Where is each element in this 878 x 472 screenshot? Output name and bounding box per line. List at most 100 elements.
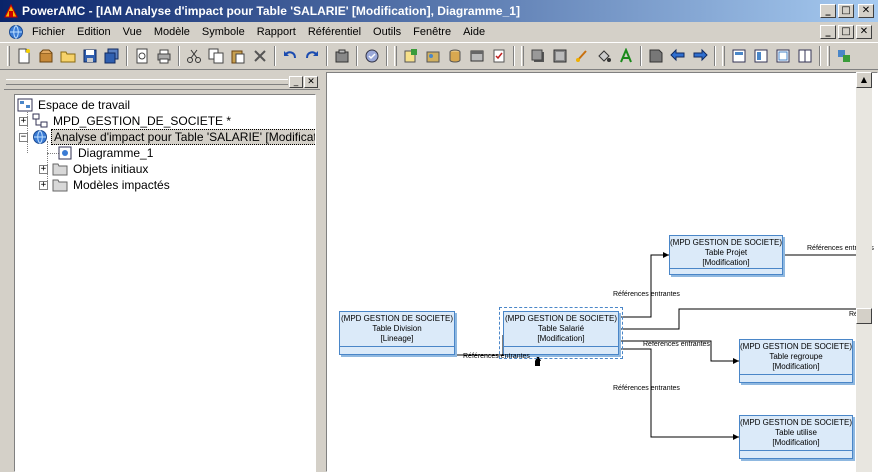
expand-toggle[interactable]: +	[19, 115, 28, 126]
print-preview-icon	[136, 48, 148, 64]
menu-modele[interactable]: Modèle	[153, 26, 190, 38]
copy-icon	[208, 48, 224, 64]
toolbar-grip[interactable]	[521, 46, 524, 66]
cut-button[interactable]	[183, 45, 205, 67]
collapse-toggle[interactable]: −	[19, 131, 28, 142]
window-button[interactable]	[466, 45, 488, 67]
browser-minimize-button[interactable]: _	[289, 75, 303, 88]
layout-button[interactable]	[750, 45, 772, 67]
new-package-button[interactable]	[35, 45, 57, 67]
redo-icon	[306, 51, 318, 59]
link-division-salarie[interactable]	[453, 335, 504, 356]
close-button[interactable]: ✕	[858, 4, 874, 18]
tree-item-analysis[interactable]: − Analyse d'impact pour Table 'SALARIE' …	[19, 129, 315, 145]
paste-button[interactable]	[227, 45, 249, 67]
entity-table-salarie[interactable]: (MPD GESTION DE SOCIETE) Table Salarié […	[499, 307, 623, 359]
menu-edition[interactable]: Edition	[77, 26, 111, 38]
entity-divider	[670, 268, 782, 269]
menu-rapport[interactable]: Rapport	[256, 26, 296, 38]
entity-header: (MPD GESTION DE SOCIETE) Table Projet [M…	[670, 236, 782, 268]
copy-button[interactable]	[205, 45, 227, 67]
browser-close-button[interactable]: ✕	[304, 75, 318, 88]
link-label: Références entrantes	[463, 353, 530, 360]
print-preview-button[interactable]	[131, 45, 153, 67]
font-button[interactable]	[615, 45, 637, 67]
scissors-icon	[187, 49, 201, 63]
menu-fichier[interactable]: Fichier	[32, 26, 66, 38]
back-button[interactable]	[667, 45, 689, 67]
link-salarie-regroupe[interactable]	[621, 340, 739, 364]
link-salarie-offscreen[interactable]	[621, 308, 857, 330]
fill-button[interactable]	[593, 45, 615, 67]
entity-package: (MPD GESTION DE SOCIETE)	[740, 342, 853, 351]
check-model-icon	[365, 49, 379, 63]
database-button[interactable]	[444, 45, 466, 67]
mdi-close-button[interactable]: ✕	[856, 25, 872, 39]
save-button[interactable]	[79, 45, 101, 67]
check-model-button[interactable]	[361, 45, 383, 67]
menu-aide[interactable]: Aide	[463, 26, 486, 38]
scroll-up-arrow-icon[interactable]: ▲	[856, 72, 872, 88]
properties-button[interactable]	[331, 45, 353, 67]
toolbar-grip[interactable]	[722, 46, 725, 66]
save-all-button[interactable]	[101, 45, 123, 67]
object-browser-tree[interactable]: Espace de travail + MPD_GESTION_DE_SOCIE…	[14, 94, 316, 472]
browser-grip[interactable]	[6, 79, 288, 85]
print-button[interactable]	[153, 45, 175, 67]
entity-table-regroupe[interactable]: (MPD GESTION DE SOCIETE) Table regroupe …	[739, 339, 853, 383]
link-salarie-projet[interactable]	[621, 252, 669, 318]
toolbar-grip[interactable]	[394, 46, 397, 66]
poweramc-logo-icon	[4, 3, 18, 18]
page-button[interactable]	[772, 45, 794, 67]
menu-referentiel[interactable]: Référentiel	[307, 26, 362, 38]
scrollbar-thumb[interactable]	[856, 308, 872, 324]
maximize-button[interactable]: □	[838, 4, 854, 18]
vertical-scrollbar[interactable]: ▲	[856, 72, 872, 472]
entity-table-projet[interactable]: (MPD GESTION DE SOCIETE) Table Projet [M…	[669, 235, 783, 275]
tree-item-model[interactable]: + MPD_GESTION_DE_SOCIETE *	[19, 113, 233, 129]
mdi-minimize-button[interactable]: _	[820, 25, 836, 39]
tree-item-impacted-models[interactable]: + Modèles impactés	[39, 177, 172, 193]
menu-vue[interactable]: Vue	[122, 26, 142, 38]
align-button[interactable]	[728, 45, 750, 67]
toolbar-grip[interactable]	[7, 46, 10, 66]
line-style-button[interactable]	[571, 45, 593, 67]
arrow-left-icon	[670, 48, 685, 62]
tree-item-initial-objects[interactable]: + Objets initiaux	[39, 161, 150, 177]
toolbar-grip[interactable]	[827, 46, 830, 66]
tree-item-diagram[interactable]: Diagramme_1	[57, 145, 155, 161]
diagram-canvas[interactable]: (MPD GESTION DE SOCIETE) Table Division …	[326, 72, 878, 472]
entity-status: [Modification]	[537, 334, 585, 343]
entity-header: (MPD GESTION DE SOCIETE) Table regroupe …	[740, 340, 852, 372]
entity-table-division[interactable]: (MPD GESTION DE SOCIETE) Table Division …	[339, 311, 455, 355]
title-bar[interactable]: PowerAMC - [IAM Analyse d'impact pour Ta…	[0, 0, 878, 22]
repository-button[interactable]	[833, 45, 855, 67]
mdi-restore-button[interactable]: □	[838, 25, 854, 39]
link-salarie-utilise[interactable]	[621, 348, 739, 440]
note-button[interactable]	[645, 45, 667, 67]
menu-outils[interactable]: Outils	[373, 26, 402, 38]
generate-button[interactable]	[400, 45, 422, 67]
menu-fenetre[interactable]: Fenêtre	[413, 26, 452, 38]
menu-symbole[interactable]: Symbole	[201, 26, 245, 38]
reverse-button[interactable]	[422, 45, 444, 67]
symbol-shadow-button[interactable]	[527, 45, 549, 67]
forward-button[interactable]	[689, 45, 711, 67]
expand-toggle[interactable]: +	[39, 179, 48, 190]
split-button[interactable]	[794, 45, 816, 67]
expand-toggle[interactable]: +	[39, 163, 48, 174]
new-button[interactable]	[13, 45, 35, 67]
delete-button[interactable]	[249, 45, 271, 67]
redo-button[interactable]	[301, 45, 323, 67]
undo-button[interactable]	[279, 45, 301, 67]
minimize-button[interactable]: _	[820, 4, 836, 18]
paint-bucket-icon	[598, 50, 611, 62]
database-key-icon	[449, 49, 461, 63]
symbol-format-button[interactable]	[549, 45, 571, 67]
tree-item-workspace[interactable]: Espace de travail	[17, 97, 132, 113]
selection-handle[interactable]	[535, 361, 540, 366]
open-button[interactable]	[57, 45, 79, 67]
checklist-button[interactable]	[488, 45, 510, 67]
document-globe-icon[interactable]	[8, 24, 24, 40]
entity-table-utilise[interactable]: (MPD GESTION DE SOCIETE) Table utilise […	[739, 415, 853, 459]
